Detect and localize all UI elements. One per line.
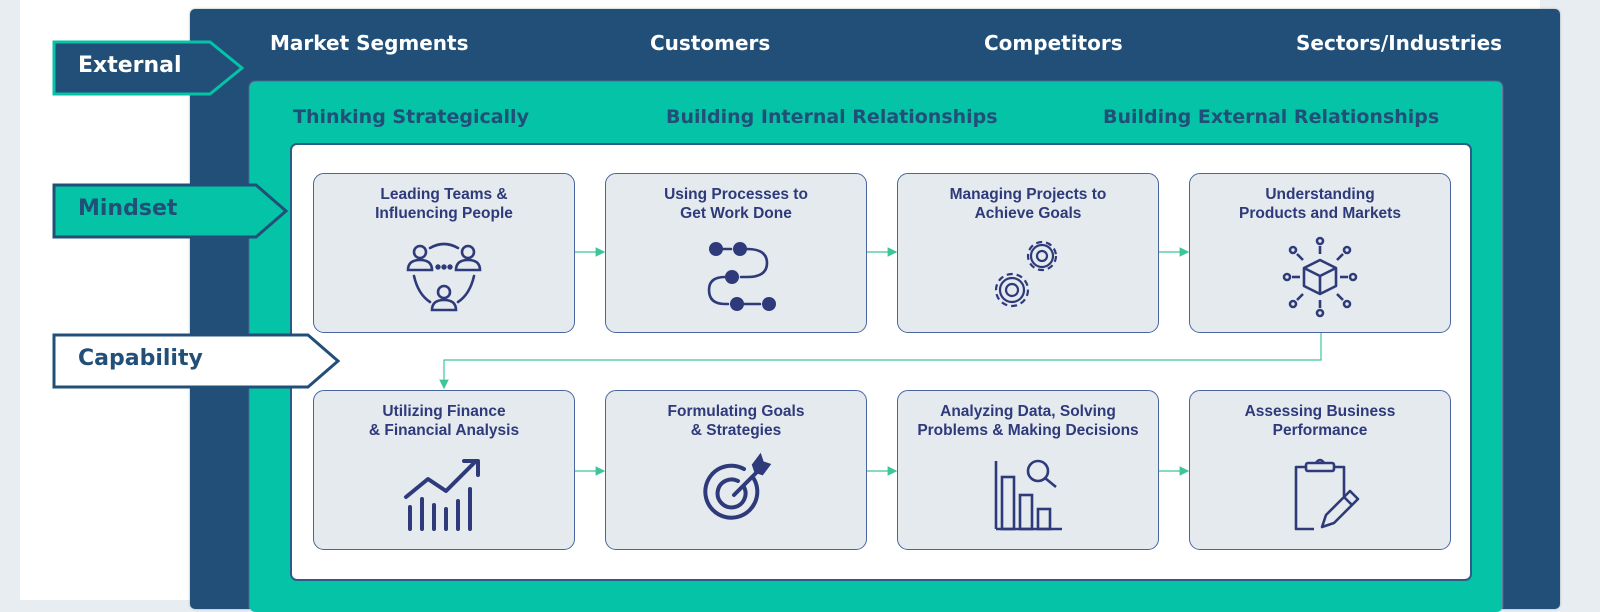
capability-card-processes[interactable]: Using Processes to Get Work Done — [605, 173, 867, 333]
capability-card-performance[interactable]: Assessing Business Performance — [1189, 390, 1451, 550]
external-factor-market-segments: Market Segments — [270, 31, 469, 55]
external-tag: External — [52, 40, 248, 96]
external-factor-customers: Customers — [650, 31, 771, 55]
card-title: Understanding Products and Markets — [1239, 186, 1401, 222]
capability-card-goals[interactable]: Formulating Goals & Strategies — [605, 390, 867, 550]
chart-search-icon — [982, 449, 1074, 541]
team-network-icon — [398, 232, 490, 324]
card-title: Formulating Goals & Strategies — [667, 403, 805, 439]
card-title: Assessing Business Performance — [1244, 403, 1396, 439]
capability-tag-label: Capability — [78, 346, 203, 371]
mindset-theme-strategic: Thinking Strategically — [293, 106, 529, 128]
capability-card-analyzing[interactable]: Analyzing Data, Solving Problems & Makin… — [897, 390, 1159, 550]
capability-card-finance[interactable]: Utilizing Finance & Financial Analysis — [313, 390, 575, 550]
card-title: Utilizing Finance & Financial Analysis — [368, 403, 520, 439]
mindset-tag: Mindset — [52, 183, 290, 239]
card-title: Leading Teams & Influencing People — [375, 186, 513, 222]
card-title: Analyzing Data, Solving Problems & Makin… — [917, 403, 1139, 439]
mindset-tag-label: Mindset — [78, 196, 178, 221]
external-factor-sectors: Sectors/Industries — [1296, 31, 1503, 55]
card-title: Managing Projects to Achieve Goals — [949, 186, 1107, 222]
clipboard-pencil-icon — [1274, 449, 1366, 541]
mindset-theme-internal: Building Internal Relationships — [666, 106, 998, 128]
target-icon — [690, 449, 782, 541]
card-title: Using Processes to Get Work Done — [664, 186, 808, 222]
capability-card-products-markets[interactable]: Understanding Products and Markets — [1189, 173, 1451, 333]
growth-chart-icon — [398, 449, 490, 541]
process-flow-icon — [690, 232, 782, 324]
gears-icon — [982, 232, 1074, 324]
product-network-icon — [1274, 232, 1366, 324]
external-factor-competitors: Competitors — [984, 31, 1123, 55]
mindset-theme-external: Building External Relationships — [1103, 106, 1440, 128]
external-tag-label: External — [78, 53, 182, 78]
capability-card-projects[interactable]: Managing Projects to Achieve Goals — [897, 173, 1159, 333]
capability-tag: Capability — [52, 333, 342, 389]
capability-card-leading-teams[interactable]: Leading Teams & Influencing People — [313, 173, 575, 333]
